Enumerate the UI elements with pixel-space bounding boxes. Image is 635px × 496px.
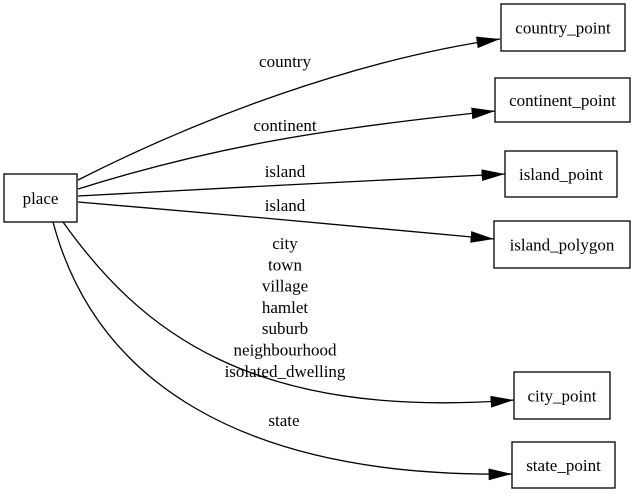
node-continent_point: continent_point	[494, 77, 631, 123]
node-country_point: country_point	[500, 3, 626, 52]
node-island_polygon: island_polygon	[493, 220, 631, 269]
edge-label-place-state_point: state	[268, 411, 299, 430]
edge-label-line: state	[268, 411, 299, 430]
edge-place-continent_point	[77, 107, 496, 190]
edge-place-island_point	[77, 169, 506, 197]
edge-label-line: island	[265, 196, 306, 215]
edge-label-place-city_point: city town village hamlet suburb neighbourhood…	[225, 234, 346, 381]
edge-label-line: village	[262, 277, 308, 296]
edge-label-place-continent_point: continent	[253, 116, 317, 135]
node-continent_point-box	[494, 77, 631, 123]
node-island_polygon-box	[493, 220, 631, 269]
edge-label-line: continent	[253, 116, 317, 135]
edge-label-line: neighbourhood	[234, 341, 337, 360]
edge-label-line: city	[272, 234, 298, 253]
node-island_polygon-label: island_polygon	[510, 236, 615, 255]
node-place-label: place	[23, 189, 59, 208]
node-country_point-box	[500, 3, 626, 52]
edge-label-place-country_point: country	[259, 52, 311, 71]
node-state_point-label: state_point	[526, 456, 601, 475]
node-continent_point-label: continent_point	[509, 91, 616, 110]
edge-place-island_polygon	[77, 201, 495, 243]
edge-label-line: hamlet	[262, 298, 309, 317]
edge-label-line: island	[265, 162, 306, 181]
node-island_point-label: island_point	[519, 165, 603, 184]
edge-place-country_point	[77, 36, 501, 181]
node-city_point-box	[513, 371, 611, 420]
node-city_point-label: city_point	[528, 387, 597, 406]
edge-place-state_point	[52, 221, 513, 481]
node-state_point-box	[511, 441, 616, 489]
node-place-box	[3, 173, 78, 223]
node-island_point-box	[504, 150, 618, 198]
edge-label-line: country	[259, 52, 311, 71]
node-state_point: state_point	[511, 441, 616, 489]
edge-place-city_point	[62, 221, 515, 408]
edge-label-line: isolated_dwelling	[225, 362, 346, 381]
edge-label-line: suburb	[262, 319, 308, 338]
edge-label-place-island_polygon: island	[265, 196, 306, 215]
node-place: place	[3, 173, 78, 223]
edge-label-place-island_point: island	[265, 162, 306, 181]
node-city_point: city_point	[513, 371, 611, 420]
edge-label-line: town	[268, 255, 303, 274]
node-island_point: island_point	[504, 150, 618, 198]
node-country_point-label: country_point	[515, 19, 611, 38]
